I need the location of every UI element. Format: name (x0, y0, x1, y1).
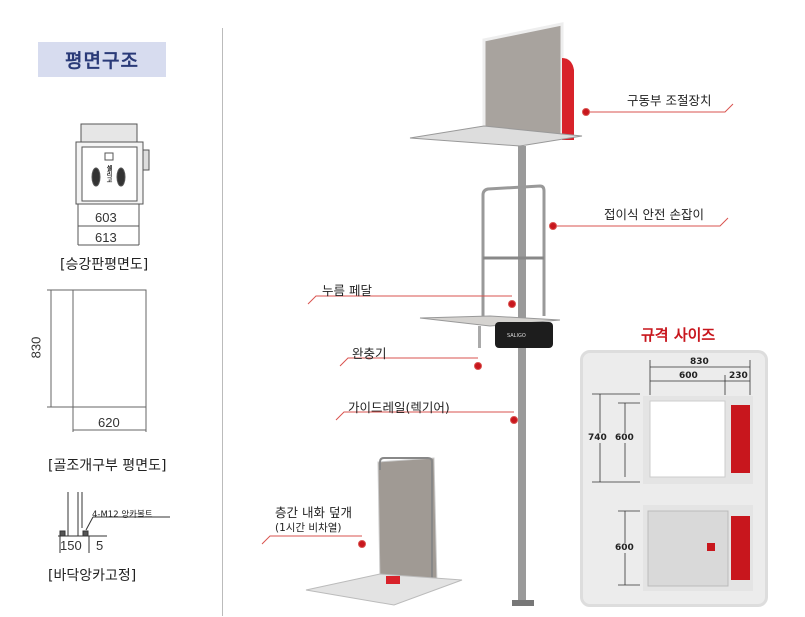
platform-dim-outer: 613 (95, 230, 117, 245)
anchor-dim-height: 5 (96, 538, 104, 553)
callout-fire-cover: 층간 내화 덮개 (275, 505, 352, 520)
section-title: 평면구조 (38, 42, 166, 77)
spec-total-depth: 740 (588, 433, 607, 443)
callout-drive-adjuster: 구동부 조절장치 (627, 93, 712, 108)
callout-buffer: 완충기 (352, 346, 387, 361)
spec-lower-depth: 600 (615, 543, 634, 553)
platform-floor-label: 셀리고 (105, 165, 112, 183)
buffer (478, 326, 481, 348)
platform-plan-caption: [승강판평면도] (60, 257, 149, 273)
callout-fire-cover-sub: (1시간 비차열) (275, 522, 342, 534)
spec-total-width: 830 (690, 357, 709, 367)
platform-dim-inner: 603 (95, 210, 117, 225)
fire-cover-base (305, 573, 463, 606)
anchor-dim-width: 150 (60, 538, 82, 553)
spec-title: 규격 사이즈 (641, 326, 716, 344)
platform-plan-drawing (75, 123, 150, 246)
drive-housing (562, 58, 574, 140)
lift-platform (419, 315, 561, 327)
anchor-bolt-label: 4-M12 앙카볼트 (92, 510, 153, 520)
guide-rail (518, 146, 526, 606)
rail-base (512, 600, 534, 606)
frame-dim-width: 620 (98, 415, 120, 430)
frame-opening-caption: [골조개구부 평면도] (48, 458, 167, 474)
vertical-divider (222, 28, 223, 616)
floor-anchor-drawing (58, 492, 170, 553)
floor-anchor-caption: [바닥앙카고정] (48, 568, 137, 584)
motor-badge: SALIGO (507, 333, 526, 339)
spec-platform-depth: 600 (615, 433, 634, 443)
callout-push-pedal: 누름 페달 (322, 283, 372, 298)
frame-opening-drawing (47, 289, 147, 432)
spec-platform-width: 600 (679, 371, 698, 381)
safety-handle (481, 184, 546, 320)
spec-drive-width: 230 (729, 371, 748, 381)
top-frame (409, 125, 583, 147)
motor-unit (495, 322, 553, 348)
drive-unit-red (731, 405, 750, 473)
callout-guide-rail: 가이드레일(렉기어) (348, 400, 450, 415)
callout-folding-handle: 접이식 안전 손잡이 (604, 207, 704, 222)
